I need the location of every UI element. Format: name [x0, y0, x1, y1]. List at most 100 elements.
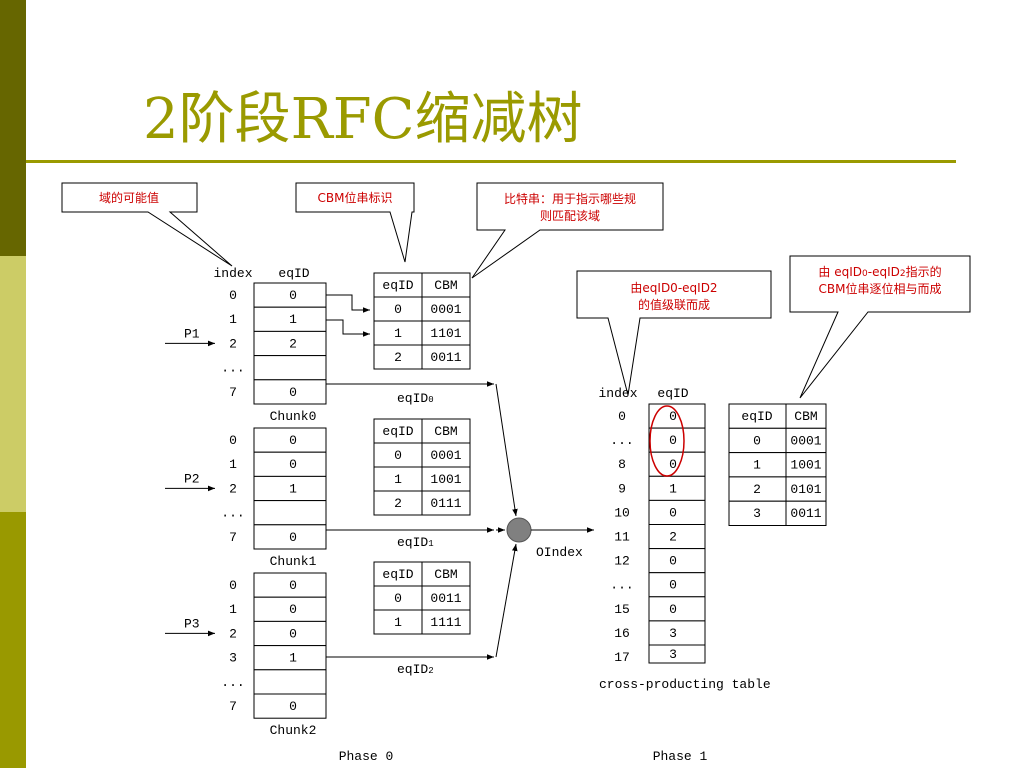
- highlight-circle: [649, 405, 685, 477]
- chunk-1-index: 2: [229, 481, 237, 496]
- chunk-1-pointer-label: P2: [184, 471, 200, 486]
- phase1-value: 0: [669, 578, 677, 593]
- cbm-eqid: 0: [394, 302, 402, 317]
- phase1-cell: [648, 427, 706, 453]
- cbm-cell: [421, 442, 471, 468]
- phase0-label: Phase 0: [339, 749, 394, 764]
- chunk-2-pointer-label: P3: [184, 616, 200, 631]
- chunk-2-index: 1: [229, 602, 237, 617]
- decor-strip-top: [0, 0, 26, 256]
- phase1-index: 17: [614, 650, 630, 665]
- final-cbm-cell: [728, 403, 787, 429]
- final-cbm-bits: 1001: [790, 458, 821, 473]
- cbm-cell: [373, 490, 423, 516]
- cbm-bits: 1101: [430, 326, 461, 341]
- chunk-0-output-label: eqID0: [397, 391, 434, 406]
- cbm-cell: [421, 466, 471, 492]
- chunk-0-index: ...: [221, 361, 244, 376]
- chunk-2-value: 0: [289, 578, 297, 593]
- chunk-2-index: 7: [229, 699, 237, 714]
- chunk-0-index: 0: [229, 288, 237, 303]
- cbm-cell: [373, 344, 423, 370]
- callout-cbm-and-mid: -eqID: [868, 265, 900, 279]
- final-cbm-eqid: 0: [753, 433, 761, 448]
- callout-cascade-line2: 的值级联而成: [638, 297, 710, 312]
- chunk-0-name: Chunk0: [270, 409, 317, 424]
- phase1-value: 0: [669, 554, 677, 569]
- phase1-eqid-header: eqID: [657, 386, 688, 401]
- cbm-eqid: 1: [394, 472, 402, 487]
- final-cbm-bits: CBM: [794, 409, 817, 424]
- chunk-1-value: 1: [289, 481, 297, 496]
- map-arrow-0: [326, 294, 370, 313]
- callout-cbm-id: CBM位串标识: [295, 182, 415, 263]
- eqid-subscript: 0: [428, 395, 433, 405]
- cbm-cell: [373, 296, 423, 322]
- callout-cbm-and-sub-b: 2: [900, 269, 906, 279]
- chunk-0-value: 0: [289, 385, 297, 400]
- phase1-index: 9: [618, 481, 626, 496]
- cbm-eqid: 0: [394, 591, 402, 606]
- phase1-cell: [648, 403, 706, 429]
- phase1-index: 12: [614, 554, 630, 569]
- merge-node-label: OIndex: [536, 545, 583, 560]
- cbm-eqid: eqID: [382, 567, 413, 582]
- eqid-subscript: 1: [428, 539, 433, 549]
- phase1-cell: [648, 475, 706, 501]
- cbm-cell: [421, 272, 471, 298]
- chunk-1-index: 0: [229, 433, 237, 448]
- cbm-cell: [421, 609, 471, 635]
- phase1-cell: [648, 644, 706, 664]
- cbm-eqid: 0: [394, 448, 402, 463]
- cbm-bits: 0001: [430, 302, 461, 317]
- cbm-eqid: eqID: [382, 424, 413, 439]
- chunk-1-cell: [253, 500, 327, 526]
- chunk-0-cell: [253, 379, 327, 405]
- callout-cbm-id-text: CBM位串标识: [318, 190, 393, 205]
- chunk-2-value: 1: [289, 651, 297, 666]
- final-cbm-bits: 0001: [790, 433, 821, 448]
- phase1-cell: [648, 451, 706, 477]
- callout-domain: 域的可能值: [61, 182, 233, 267]
- chunk-1-value: 0: [289, 530, 297, 545]
- converge-arrow-2: [495, 543, 518, 658]
- chunk-0-index: 2: [229, 336, 237, 351]
- chunk-2-cell: [253, 693, 327, 719]
- callout-cbm-and-post: 指示的: [906, 264, 942, 279]
- callout-cbm-and-sub-a: 0: [862, 269, 868, 279]
- converge-arrow-0: [495, 383, 518, 517]
- phase1-index: 15: [614, 602, 630, 617]
- phase1-value: 1: [669, 481, 677, 496]
- callout-cascade: 由eqID0-eqID2 的值级联而成: [576, 270, 772, 396]
- phase1-index-header: index: [598, 386, 637, 401]
- phase1-cell: [648, 499, 706, 525]
- phase1-index: 16: [614, 626, 630, 641]
- chunk-2-index: 0: [229, 578, 237, 593]
- phase1-index: ...: [610, 433, 633, 448]
- phase1-index: 10: [614, 505, 630, 520]
- final-cbm-cell: [785, 476, 827, 502]
- final-cbm-cell: [785, 452, 827, 478]
- chunk-2-index: 3: [229, 651, 237, 666]
- eqid-label: eqID: [397, 391, 428, 406]
- phase1-value: 3: [669, 626, 677, 641]
- chunk-0-pointer-label: P1: [184, 326, 200, 341]
- callout-cbm-and-line1: 由 eqID0-eqID2指示的: [818, 264, 941, 279]
- cbm-cell: [421, 320, 471, 346]
- cbm-bits: 1001: [430, 472, 461, 487]
- chunk-1-index: 7: [229, 530, 237, 545]
- final-cbm-bits: 0101: [790, 482, 821, 497]
- phase1-index: ...: [610, 578, 633, 593]
- phase0-eqid-header: eqID: [278, 266, 309, 281]
- chunk-1-index: ...: [221, 506, 244, 521]
- phase1-cell: [648, 620, 706, 646]
- chunk-1-output-label: eqID1: [397, 535, 434, 550]
- cbm-eqid: 2: [394, 350, 402, 365]
- chunk-1-value: 0: [289, 433, 297, 448]
